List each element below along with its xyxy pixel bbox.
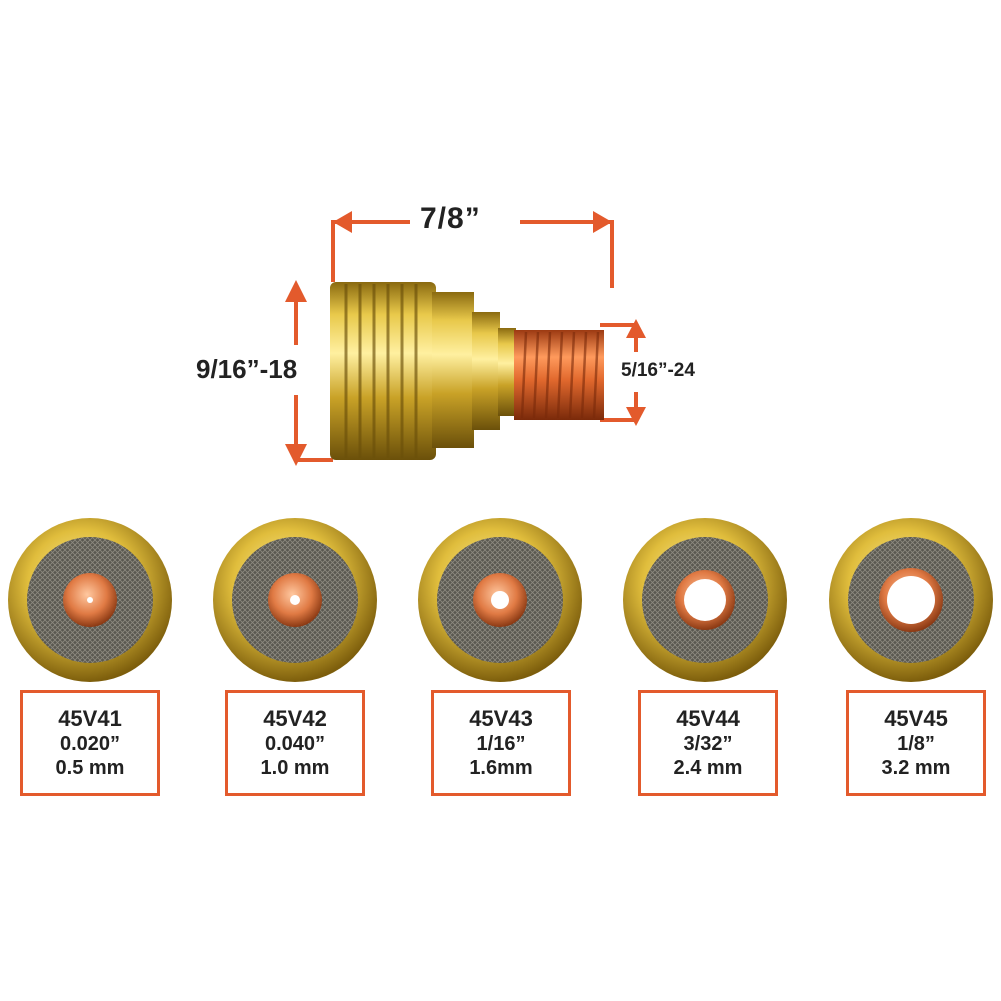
- spec-box-45v42: 45V42 0.040” 1.0 mm: [225, 690, 365, 796]
- spec-box-45v44: 45V44 3/32” 2.4 mm: [638, 690, 778, 796]
- size-inch: 1/16”: [476, 732, 526, 755]
- gas-lens-front-45v44: [623, 518, 787, 682]
- spec-box-45v43: 45V43 1/16” 1.6mm: [431, 690, 571, 796]
- gas-lens-front-45v43: [418, 518, 582, 682]
- size-inch: 3/32”: [683, 732, 733, 755]
- size-inch: 0.020”: [59, 732, 121, 755]
- model-number: 45V45: [884, 706, 948, 732]
- size-mm: 3.2 mm: [881, 756, 951, 779]
- model-number: 45V42: [263, 706, 327, 732]
- model-number: 45V43: [469, 706, 533, 732]
- size-mm: 1.0 mm: [260, 756, 330, 779]
- model-number: 45V44: [676, 706, 740, 732]
- gas-lens-front-45v41: [8, 518, 172, 682]
- small-thread-label: 5/16”-24: [621, 360, 695, 381]
- dimension-arrowheads: [285, 211, 646, 466]
- size-inch: 1/8”: [897, 732, 935, 755]
- size-mm: 0.5 mm: [55, 756, 125, 779]
- model-number: 45V41: [58, 706, 122, 732]
- size-mm: 1.6mm: [469, 756, 533, 779]
- large-thread-label: 9/16”-18: [196, 354, 298, 384]
- size-mm: 2.4 mm: [673, 756, 743, 779]
- overall-length-label: 7/8”: [420, 202, 481, 235]
- gas-lens-side-view: [330, 282, 604, 460]
- gas-lens-front-45v42: [213, 518, 377, 682]
- spec-box-45v45: 45V45 1/8” 3.2 mm: [846, 690, 986, 796]
- spec-box-45v41: 45V41 0.020” 0.5 mm: [20, 690, 160, 796]
- gas-lens-front-45v45: [829, 518, 993, 682]
- size-inch: 0.040”: [264, 732, 326, 755]
